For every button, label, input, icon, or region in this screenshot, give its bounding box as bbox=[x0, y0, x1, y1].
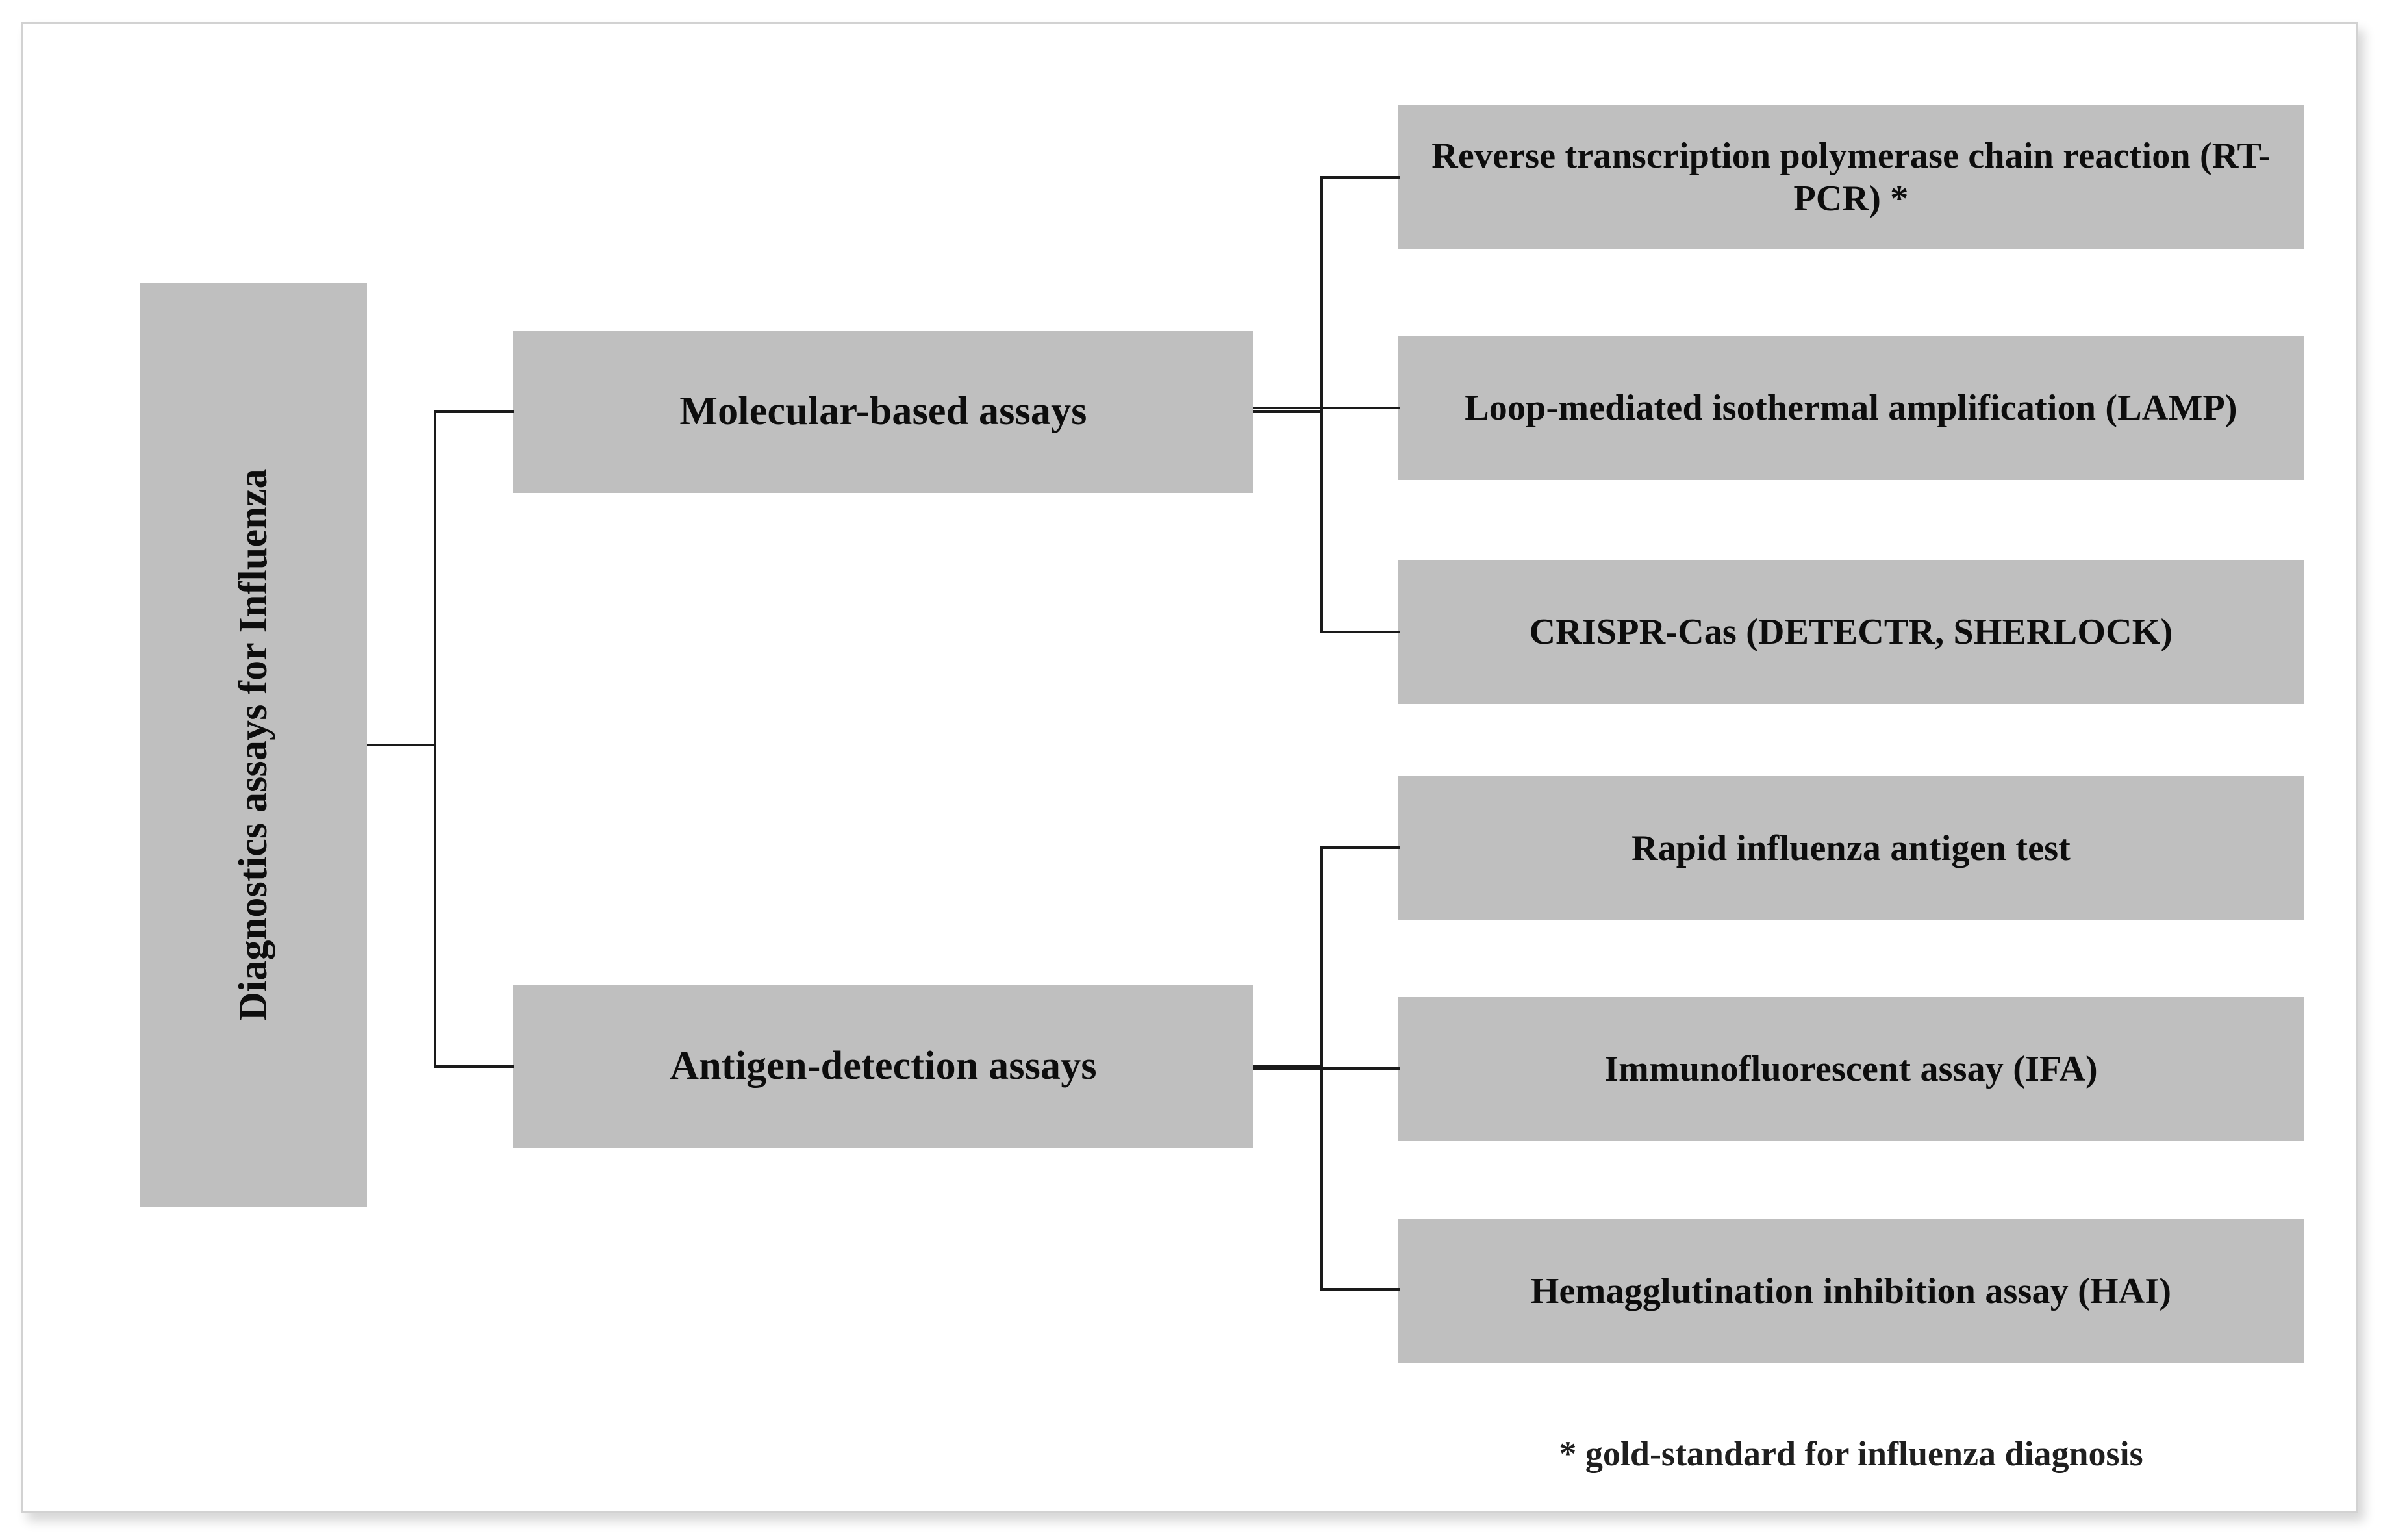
leaf-node-label: Loop-mediated isothermal amplification (… bbox=[1465, 387, 2237, 428]
leaf-node-ifa[interactable]: Immunofluorescent assay (IFA) bbox=[1398, 997, 2304, 1141]
leaf-node-label: Immunofluorescent assay (IFA) bbox=[1604, 1048, 2098, 1089]
category-node-label: Antigen-detection assays bbox=[670, 1044, 1097, 1089]
category-node-antigen-detection-assays[interactable]: Antigen-detection assays bbox=[513, 985, 1253, 1148]
leaf-node-hai[interactable]: Hemagglutination inhibition assay (HAI) bbox=[1398, 1219, 2304, 1363]
connector-antigen-stub bbox=[1253, 1065, 1322, 1068]
leaf-node-label: CRISPR-Cas (DETECTR, SHERLOCK) bbox=[1529, 611, 2173, 652]
leaf-node-label: Reverse transcription polymerase chain r… bbox=[1431, 135, 2271, 219]
leaf-node-rt-pcr[interactable]: Reverse transcription polymerase chain r… bbox=[1398, 105, 2304, 249]
diagram-frame: Diagnostics assays for Influenza Molecul… bbox=[21, 22, 2358, 1513]
connector-root-to-molecular bbox=[434, 410, 514, 413]
connector-antigen-to-ifa bbox=[1253, 1067, 1400, 1070]
connector-molecular-to-lamp bbox=[1253, 407, 1400, 409]
connector-molecular-to-crispr bbox=[1320, 631, 1400, 633]
root-node[interactable]: Diagnostics assays for Influenza bbox=[140, 283, 367, 1207]
root-node-label: Diagnostics assays for Influenza bbox=[231, 468, 275, 1022]
leaf-node-label: Hemagglutination inhibition assay (HAI) bbox=[1530, 1270, 2172, 1311]
connector-molecular-to-rt-pcr bbox=[1320, 176, 1400, 179]
footnote-gold-standard: * gold-standard for influenza diagnosis bbox=[1559, 1434, 2143, 1473]
connector-root-trunk bbox=[434, 410, 436, 1068]
connector-antigen-to-hai bbox=[1320, 1288, 1400, 1291]
connector-molecular-stub bbox=[1253, 410, 1322, 413]
category-node-label: Molecular-based assays bbox=[679, 389, 1087, 434]
connector-root-stub bbox=[367, 744, 435, 746]
leaf-node-rapid-influenza-antigen-test[interactable]: Rapid influenza antigen test bbox=[1398, 776, 2304, 920]
connector-root-to-antigen bbox=[434, 1065, 514, 1068]
leaf-node-crispr-cas[interactable]: CRISPR-Cas (DETECTR, SHERLOCK) bbox=[1398, 560, 2304, 704]
leaf-node-lamp[interactable]: Loop-mediated isothermal amplification (… bbox=[1398, 336, 2304, 480]
connector-molecular-trunk bbox=[1320, 176, 1323, 632]
leaf-node-label: Rapid influenza antigen test bbox=[1631, 827, 2071, 868]
connector-antigen-to-rapid-test bbox=[1320, 846, 1400, 849]
category-node-molecular-based-assays[interactable]: Molecular-based assays bbox=[513, 331, 1253, 493]
